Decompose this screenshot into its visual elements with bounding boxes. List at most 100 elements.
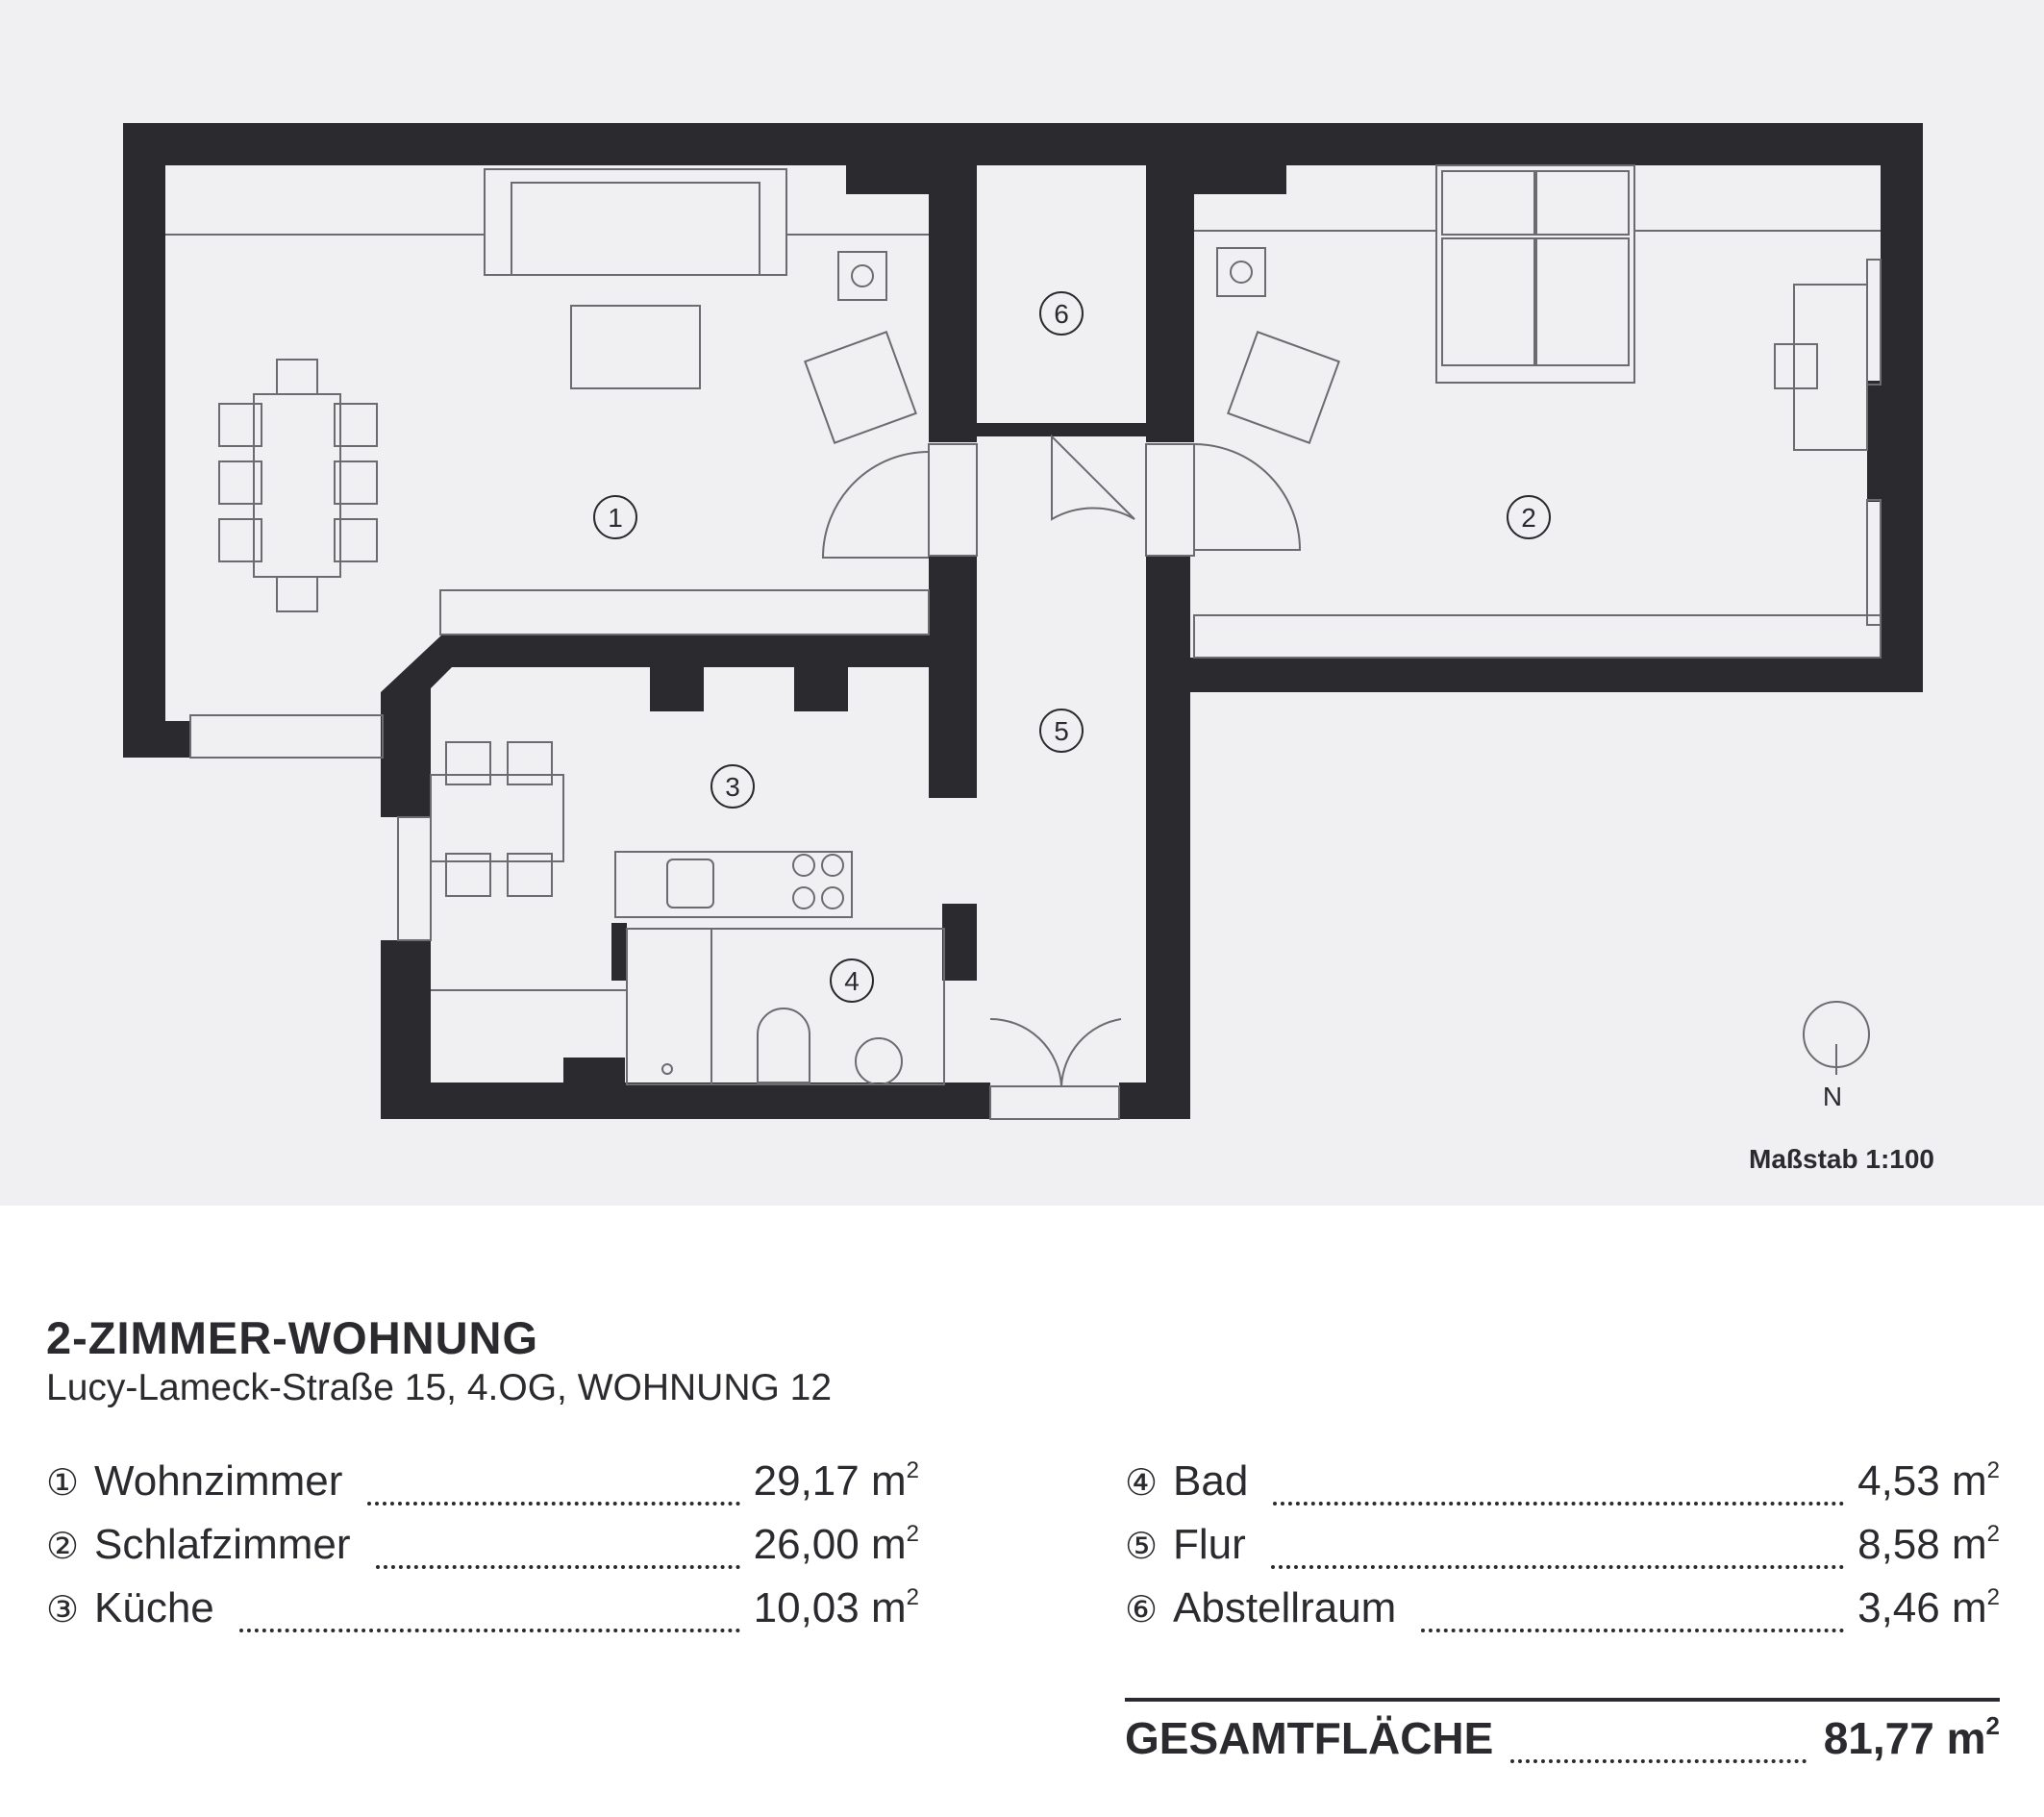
room-name: Bad [1173,1457,1249,1505]
wall-corner-2 [1194,154,1286,194]
area-unit: m2 [1951,1521,2000,1568]
room-area: 26,00 [753,1521,860,1568]
room-marker-3: 3 [725,772,740,802]
wall-left [123,123,165,758]
dot-leader [367,1502,740,1506]
room-number: ③ [46,1590,80,1630]
room-name: Flur [1173,1521,1246,1568]
fixtures [165,164,1882,1120]
wall-kitchen-top [381,635,977,711]
sideboard [484,168,787,276]
floor-plan-area: 1 2 3 4 5 6 N Maßstab 1:100 [0,0,2044,1206]
living-door [821,451,930,559]
dining-table [253,393,341,578]
armchair-living [804,331,917,444]
dot-leader [1510,1759,1807,1763]
total-area-row: GESAMTFLÄCHE 81,77 m2 [1125,1711,2000,1773]
wall-hall-right [1146,556,1190,1119]
entry-door-right [1060,1018,1122,1087]
armchair-bedroom [1227,331,1340,444]
area-unit: m2 [1946,1711,2000,1763]
washbasin [855,1037,903,1085]
room-row-abstellraum: ⑥ Abstellraum 3,46 m2 [1125,1584,2000,1642]
room-area: 10,03 [753,1584,860,1631]
dot-leader [375,1565,740,1569]
dot-leader [1273,1502,1845,1506]
walls [123,123,1923,1119]
room-name: Abstellraum [1173,1584,1397,1631]
wall-top [123,123,1923,165]
wall-bottom-right [1119,1083,1190,1119]
wall-storage-bottom [977,423,1146,436]
room-row-schlafzimmer: ② Schlafzimmer 26,00 m2 [46,1521,919,1579]
room-marker-1: 1 [608,503,623,533]
wall-bedroom-bottom [1190,658,1923,692]
dot-leader [1421,1629,1845,1632]
wall-bath-stub [563,1058,625,1086]
coffee-table [570,305,701,389]
wall-corner-1 [846,154,929,194]
wall-bedroom-window-pillar [1867,381,1923,502]
toilet [757,1008,810,1083]
scale-label: Maßstab 1:100 [1749,1144,1934,1174]
entry-door-left [989,1017,1062,1087]
apartment-title: 2-ZIMMER-WOHNUNG [46,1312,539,1363]
room-marker-2: 2 [1521,503,1536,533]
apartment-address: Lucy-Lameck-Straße 15, 4.OG, WOHNUNG 12 [46,1367,833,1408]
room-area: 29,17 [753,1457,860,1505]
area-unit: m2 [1951,1584,2000,1631]
room-number: ① [46,1463,80,1504]
total-area: 81,77 [1823,1713,1934,1763]
wall-hall-left-lower [942,904,977,981]
room-row-flur: ⑤ Flur 8,58 m2 [1125,1521,2000,1579]
room-marker-labels: 1 2 3 4 5 6 N [608,299,1842,1111]
room-number: ⑤ [1125,1527,1159,1567]
floor-plan: 1 2 3 4 5 6 N [123,123,1923,1120]
area-unit: m2 [870,1584,919,1631]
kitchen-counter [614,851,853,918]
storage-door [1051,434,1135,521]
wall-kitchen-left [381,692,431,817]
room-row-bad: ④ Bad 4,53 m2 [1125,1457,2000,1515]
wall-hall-left [942,731,977,798]
room-number: ② [46,1527,80,1567]
room-row-kueche: ③ Küche 10,03 m2 [46,1584,919,1642]
room-marker-5: 5 [1054,716,1069,746]
dot-leader [238,1629,740,1632]
room-marker-6: 6 [1054,299,1069,329]
wall-kitchen-stubs [650,667,704,711]
room-markers [593,291,1551,1003]
wall-bottom [381,1083,990,1119]
desk [1793,284,1868,451]
wall-living-bottom-left [123,721,190,758]
sofa [511,182,760,276]
bedroom-door [1193,443,1302,551]
wall-storage-bedroom [1146,154,1194,442]
info-panel: 2-ZIMMER-WOHNUNG Lucy-Lameck-Straße 15, … [0,1206,2044,1817]
room-name: Küche [94,1584,214,1631]
area-unit: m2 [1951,1457,2000,1505]
wall-living-storage [929,154,977,442]
lamp-bedroom [1216,247,1266,297]
dot-leader [1270,1565,1845,1569]
wall-bath-left [611,923,627,981]
room-area: 4,53 [1857,1457,1940,1505]
room-name: Schlafzimmer [94,1521,351,1568]
sink [666,859,714,908]
wall-kitchen-stubs-2 [794,667,848,711]
bath-room [626,928,945,1085]
total-divider [1125,1698,2000,1702]
area-unit: m2 [870,1521,919,1568]
area-unit: m2 [870,1457,919,1505]
room-name: Wohnzimmer [94,1457,343,1505]
bed [1435,164,1635,384]
room-marker-4: 4 [844,966,860,996]
room-area: 8,58 [1857,1521,1940,1568]
room-area: 3,46 [1857,1584,1940,1631]
room-number: ⑥ [1125,1590,1159,1630]
lamp-living [837,251,887,301]
room-number: ④ [1125,1463,1159,1504]
total-label: GESAMTFLÄCHE [1125,1713,1494,1763]
room-row-wohnzimmer: ① Wohnzimmer 29,17 m2 [46,1457,919,1515]
north-label: N [1823,1082,1842,1111]
